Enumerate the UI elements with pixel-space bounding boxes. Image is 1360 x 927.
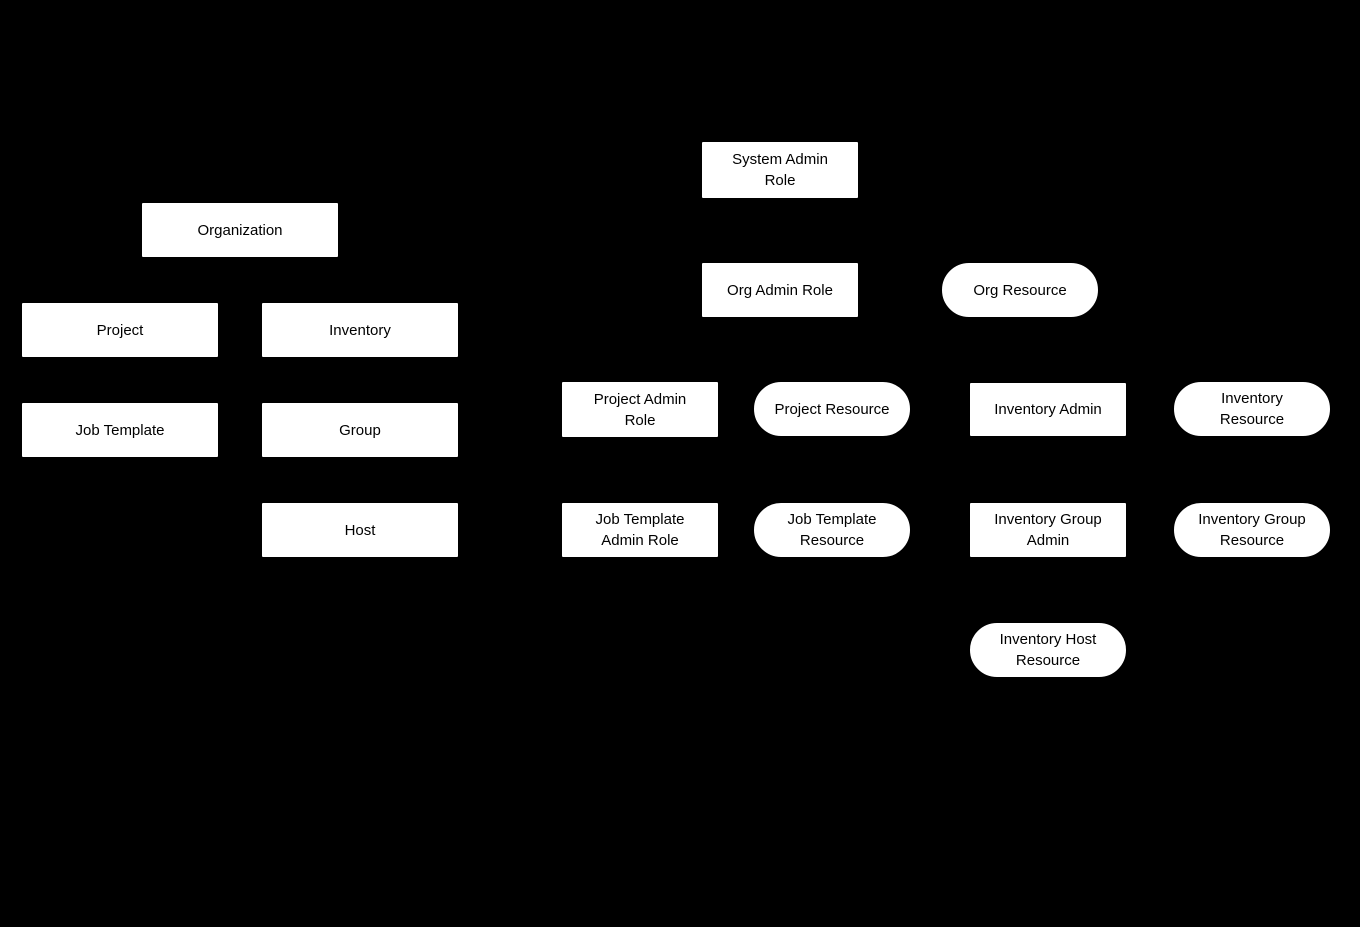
node-system-admin-role-label: System Admin Role <box>732 151 828 189</box>
node-inventory-resource-label: Inventory Resource <box>1219 390 1285 428</box>
node-inventory-resource: Inventory Resource <box>1173 381 1331 437</box>
node-job-template: Job Template <box>21 402 219 458</box>
node-inventory-label: Inventory <box>329 321 391 339</box>
node-inventory-group-resource-label: Inventory Group Resource <box>1198 511 1306 549</box>
node-org-resource: Org Resource <box>941 262 1099 318</box>
node-project-label: Project <box>96 321 144 339</box>
node-inventory-host-resource: Inventory Host Resource <box>969 622 1127 678</box>
node-organization-label: Organization <box>197 221 283 239</box>
node-project: Project <box>21 302 219 358</box>
node-system-admin-role: System Admin Role <box>701 141 859 199</box>
node-job-template-resource: Job Template Resource <box>753 502 911 558</box>
node-inventory-admin-label: Inventory Admin <box>994 401 1102 418</box>
node-inventory-group-admin: Inventory Group Admin <box>969 502 1127 558</box>
node-inventory-group-admin-label: Inventory Group Admin <box>994 511 1102 549</box>
node-organization: Organization <box>141 202 339 258</box>
node-job-template-admin-role: Job Template Admin Role <box>561 502 719 558</box>
node-job-template-admin-role-label: Job Template Admin Role <box>595 511 685 549</box>
node-host-label: Host <box>344 521 376 539</box>
node-project-admin-role-label: Project Admin Role <box>593 390 687 429</box>
node-org-resource-label: Org Resource <box>973 281 1067 299</box>
node-inventory-host-resource-label: Inventory Host Resource <box>999 631 1097 669</box>
node-inventory-group-resource: Inventory Group Resource <box>1173 502 1331 558</box>
node-org-admin-role: Org Admin Role <box>701 262 859 318</box>
node-org-admin-role-label: Org Admin Role <box>727 281 833 299</box>
node-project-resource-label: Project Resource <box>774 400 890 418</box>
node-group-label: Group <box>339 421 381 439</box>
node-inventory: Inventory <box>261 302 459 358</box>
node-job-template-label: Job Template <box>75 421 165 439</box>
node-project-resource: Project Resource <box>753 381 911 437</box>
node-project-admin-role: Project Admin Role <box>561 381 719 438</box>
node-group: Group <box>261 402 459 458</box>
node-host: Host <box>261 502 459 558</box>
node-inventory-admin: Inventory Admin <box>969 382 1127 437</box>
node-job-template-resource-label: Job Template Resource <box>787 511 877 549</box>
